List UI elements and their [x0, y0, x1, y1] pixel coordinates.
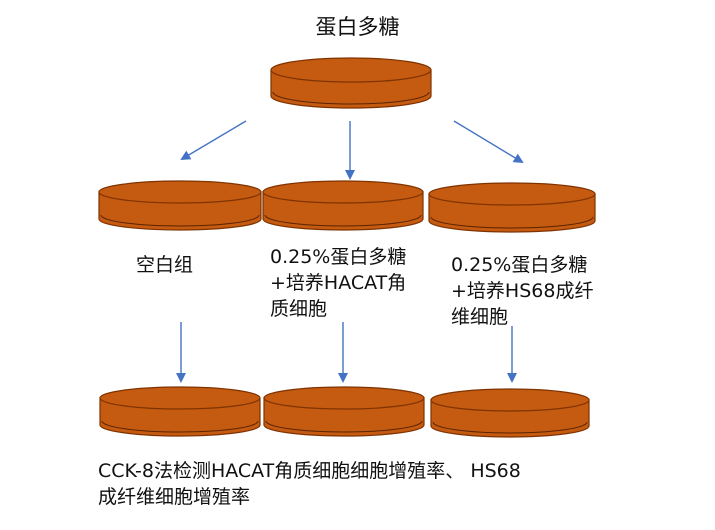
dish-lid [263, 386, 425, 410]
group-label-blank: 空白组 [136, 252, 193, 278]
dish-rim [272, 91, 430, 105]
diagram-title: 蛋白多糖 [315, 15, 400, 39]
dish-lid [428, 182, 596, 206]
dish-lid [430, 388, 590, 412]
group-label-hs68: 0.25%蛋白多糖 +培养HS68成纤 维细胞 [451, 252, 593, 330]
petri-dish-middle-center [262, 180, 424, 231]
group-label-line: 空白组 [136, 254, 194, 276]
group-label-line: 0.25%蛋白多糖 [270, 246, 407, 268]
dish-rim [432, 421, 588, 434]
petri-dish-middle-left [98, 180, 262, 231]
petri-dish-middle-right [428, 182, 596, 233]
group-label-line: 0.25%蛋白多糖 [451, 254, 588, 276]
petri-dish-bottom-left [99, 386, 261, 437]
group-label-line: +培养HACAT角 [270, 272, 407, 294]
arrow-top-to-right [453, 120, 524, 164]
petri-dish-bottom-right [430, 388, 590, 438]
caption-line: CCK-8法检测HACAT角质细胞细胞增殖率、 HS68 [98, 460, 521, 482]
dish-lid [270, 57, 432, 83]
dish-lid [99, 386, 261, 410]
dish-rim [100, 214, 260, 227]
caption-line: 成纤维细胞增殖率 [98, 486, 251, 508]
petri-dish-bottom-center [263, 386, 425, 437]
dish-rim [265, 420, 423, 433]
group-label-hacat: 0.25%蛋白多糖 +培养HACAT角 质细胞 [270, 244, 406, 322]
dish-rim [264, 214, 422, 227]
dish-lid [262, 180, 424, 204]
diagram-caption: CCK-8法检测HACAT角质细胞细胞增殖率、 HS68 成纤维细胞增殖率 [98, 458, 521, 510]
arrow-top-to-left [180, 120, 247, 161]
dish-lid [98, 180, 262, 204]
dish-rim [430, 216, 594, 229]
group-label-line: +培养HS68成纤 [451, 280, 594, 302]
group-label-line: 维细胞 [451, 306, 509, 328]
dish-rim [101, 420, 259, 433]
group-label-line: 质细胞 [270, 298, 328, 320]
petri-dish-top [270, 57, 432, 109]
